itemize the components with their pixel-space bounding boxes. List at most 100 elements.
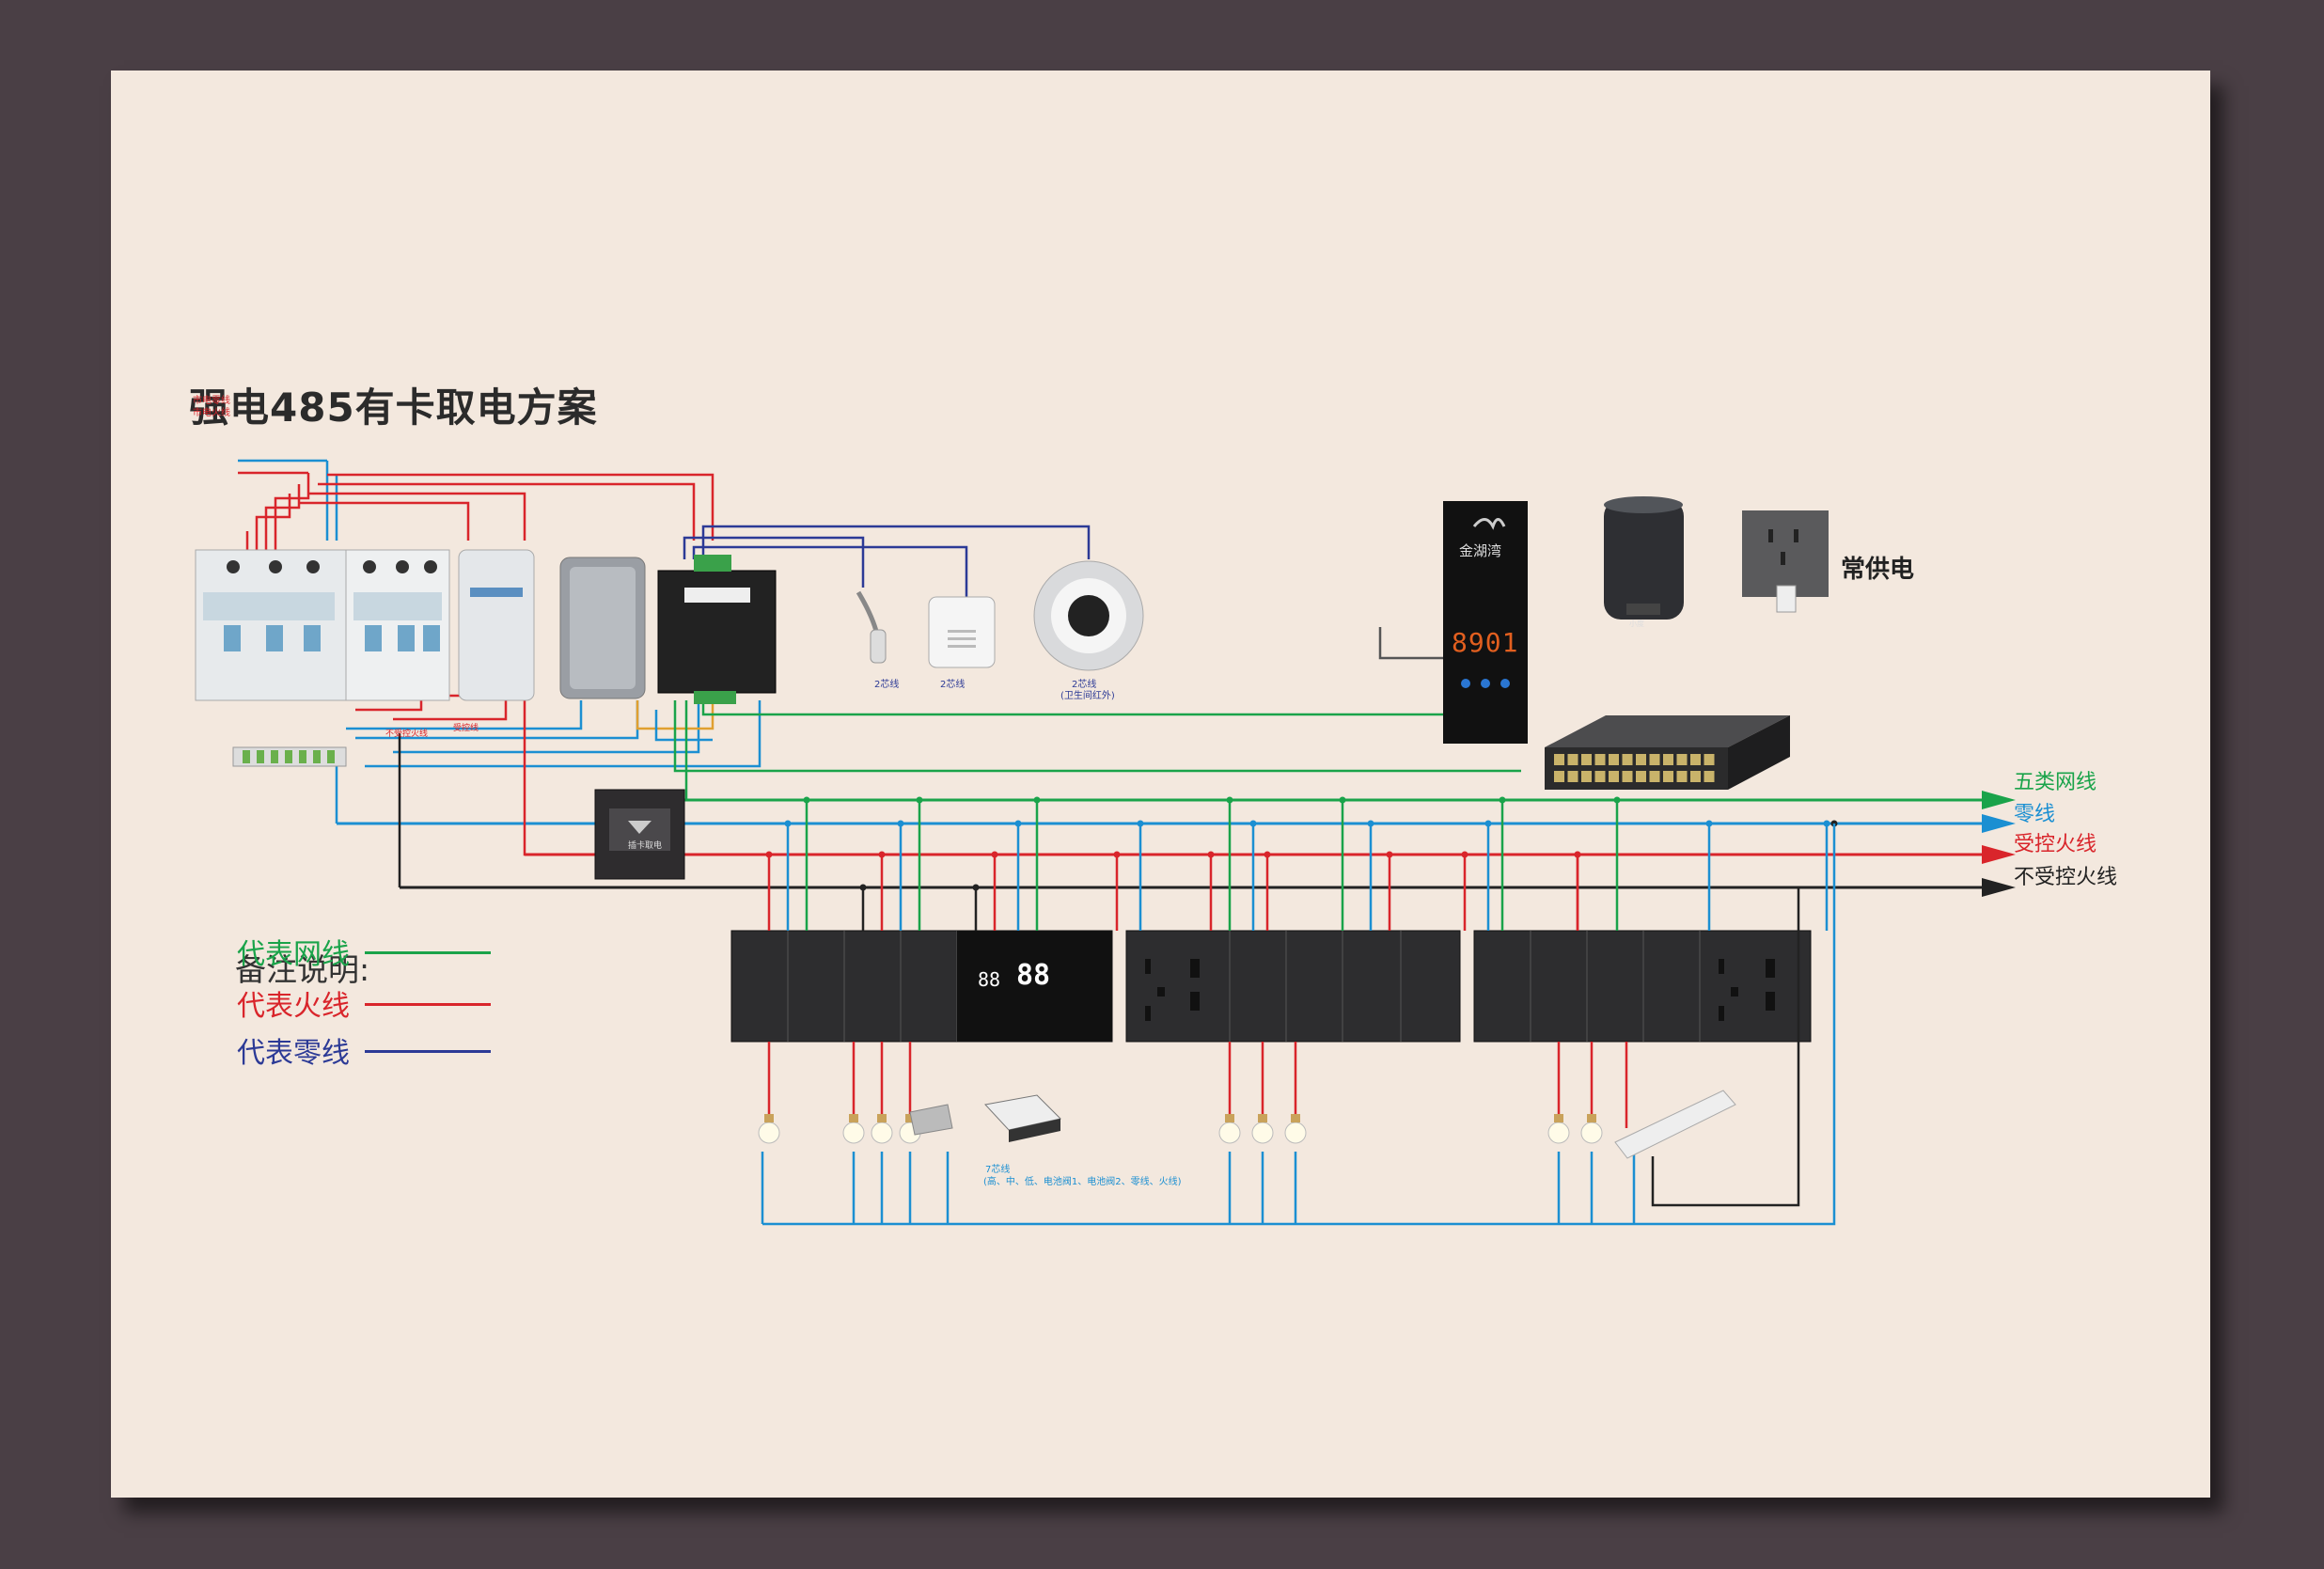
junction-dot	[1461, 851, 1468, 858]
switch-port	[1704, 754, 1715, 765]
exhaust-fan	[909, 1104, 953, 1136]
load-neutral-return	[762, 824, 1836, 1226]
junction-dot	[1249, 820, 1257, 827]
switch-port	[1622, 771, 1633, 782]
switch-panel-group-3	[1473, 930, 1812, 1043]
switch-port	[1554, 771, 1564, 782]
light-bulb	[758, 1114, 780, 1144]
switch-port	[1636, 754, 1646, 765]
switch-port	[1581, 754, 1592, 765]
bus-network	[637, 791, 2016, 809]
junction-dot	[1367, 820, 1374, 827]
water-sensor-label: 2芯线	[874, 680, 900, 690]
junction-dot	[1264, 851, 1271, 858]
junction-dot	[1484, 820, 1492, 827]
water-sensor	[856, 590, 887, 664]
junction-dot	[1113, 851, 1121, 858]
switch-port	[1649, 754, 1660, 765]
room-controller	[657, 555, 777, 704]
switch-port	[1663, 754, 1673, 765]
speaker-sensor-note: (卫生间红外)	[1060, 691, 1115, 701]
junction-dot	[803, 796, 810, 804]
bus-label: 受控火线	[2014, 833, 2097, 856]
bus-label: 五类网线	[2014, 771, 2097, 794]
switch-port	[1594, 771, 1606, 782]
speaker-brand: 小度	[1629, 620, 1644, 628]
legend-item-line	[365, 1050, 491, 1053]
light-bulb	[842, 1114, 865, 1144]
junction-dot	[765, 851, 773, 858]
junction-dot	[1499, 796, 1506, 804]
junction-dot	[1339, 796, 1346, 804]
door-plate	[1443, 501, 1528, 744]
switch-port	[1609, 771, 1619, 782]
switch-panel-group-2	[1125, 930, 1461, 1043]
switch-port	[1609, 754, 1619, 765]
junction-dot	[1705, 820, 1713, 827]
notes-heading: 备注说明:	[235, 951, 370, 988]
always-on-label: 常供电	[1841, 556, 1915, 584]
ac-note-line1: 7芯线	[985, 1165, 1011, 1175]
light-bulb	[871, 1114, 893, 1144]
junction-dot	[784, 820, 792, 827]
contactor	[458, 549, 535, 701]
junction-dot	[1226, 796, 1233, 804]
light-bulb	[1580, 1114, 1603, 1144]
page-title: 强电485有卡取电方案	[189, 384, 598, 431]
junction-dot	[897, 820, 904, 827]
door-plate-brand: 金湖湾	[1459, 542, 1502, 559]
switch-port	[1663, 771, 1673, 782]
infrared-sensor	[1033, 560, 1144, 671]
switch-port	[1622, 754, 1633, 765]
light-bulb	[1251, 1114, 1274, 1144]
network-switch	[1545, 715, 1790, 790]
thermostat-display-right: 88	[1016, 959, 1051, 992]
always-on-socket	[1742, 510, 1829, 613]
switch-port	[1581, 771, 1592, 782]
junction-dot	[859, 884, 867, 891]
bus-label: 不受控火线	[2014, 866, 2118, 889]
card-switch-label: 插卡取电	[628, 841, 663, 851]
light-bulb	[1547, 1114, 1570, 1144]
junction-dot	[1823, 820, 1830, 827]
loads	[758, 1114, 1603, 1144]
uncontrolled-wire-label: 不受控火线	[385, 730, 429, 739]
switch-port	[1554, 754, 1564, 765]
thermostat-display-left: 88	[978, 968, 1001, 991]
bus-label: 零线	[2014, 803, 2056, 826]
light-bulb	[1284, 1114, 1307, 1144]
switch-port	[1567, 754, 1578, 765]
supply-live-label: 市电火线	[193, 408, 230, 418]
supply-neutral-label: 市电零线	[193, 396, 230, 406]
junction-dot	[1014, 820, 1022, 827]
switch-port	[1594, 754, 1606, 765]
switch-port	[1676, 754, 1688, 765]
bus-neutral	[337, 814, 2016, 833]
smoke-sensor	[928, 596, 996, 668]
panel-drop-wires	[761, 796, 1838, 1224]
ac-note-line2: (高、中、低、电池阀1、电池阀2、零线、火线)	[983, 1177, 1182, 1187]
smart-speaker	[1604, 496, 1684, 620]
controlled-wire-label: 受控线	[453, 724, 479, 733]
junction-dot	[916, 796, 923, 804]
junction-dot	[991, 851, 998, 858]
legend-item-label: 代表火线	[237, 990, 350, 1023]
switch-port	[1567, 771, 1578, 782]
switch-panel-group-1	[730, 930, 1113, 1043]
transformer	[559, 557, 646, 699]
speaker-sensor-label: 2芯线	[1072, 680, 1097, 690]
switch-port	[1690, 754, 1701, 765]
legend-item-line	[365, 1003, 491, 1006]
smoke-sensor-label: 2芯线	[940, 680, 966, 690]
switch-port	[1704, 771, 1715, 782]
junction-dot	[1137, 820, 1144, 827]
light-bulb	[1218, 1114, 1241, 1144]
junction-dot	[972, 884, 980, 891]
junction-dot	[1386, 851, 1393, 858]
legend-item-line	[365, 951, 491, 954]
breaker-panel	[195, 549, 450, 767]
junction-dot	[1207, 851, 1215, 858]
switch-port	[1690, 771, 1701, 782]
junction-dot	[1613, 796, 1621, 804]
junction-dot	[1033, 796, 1041, 804]
